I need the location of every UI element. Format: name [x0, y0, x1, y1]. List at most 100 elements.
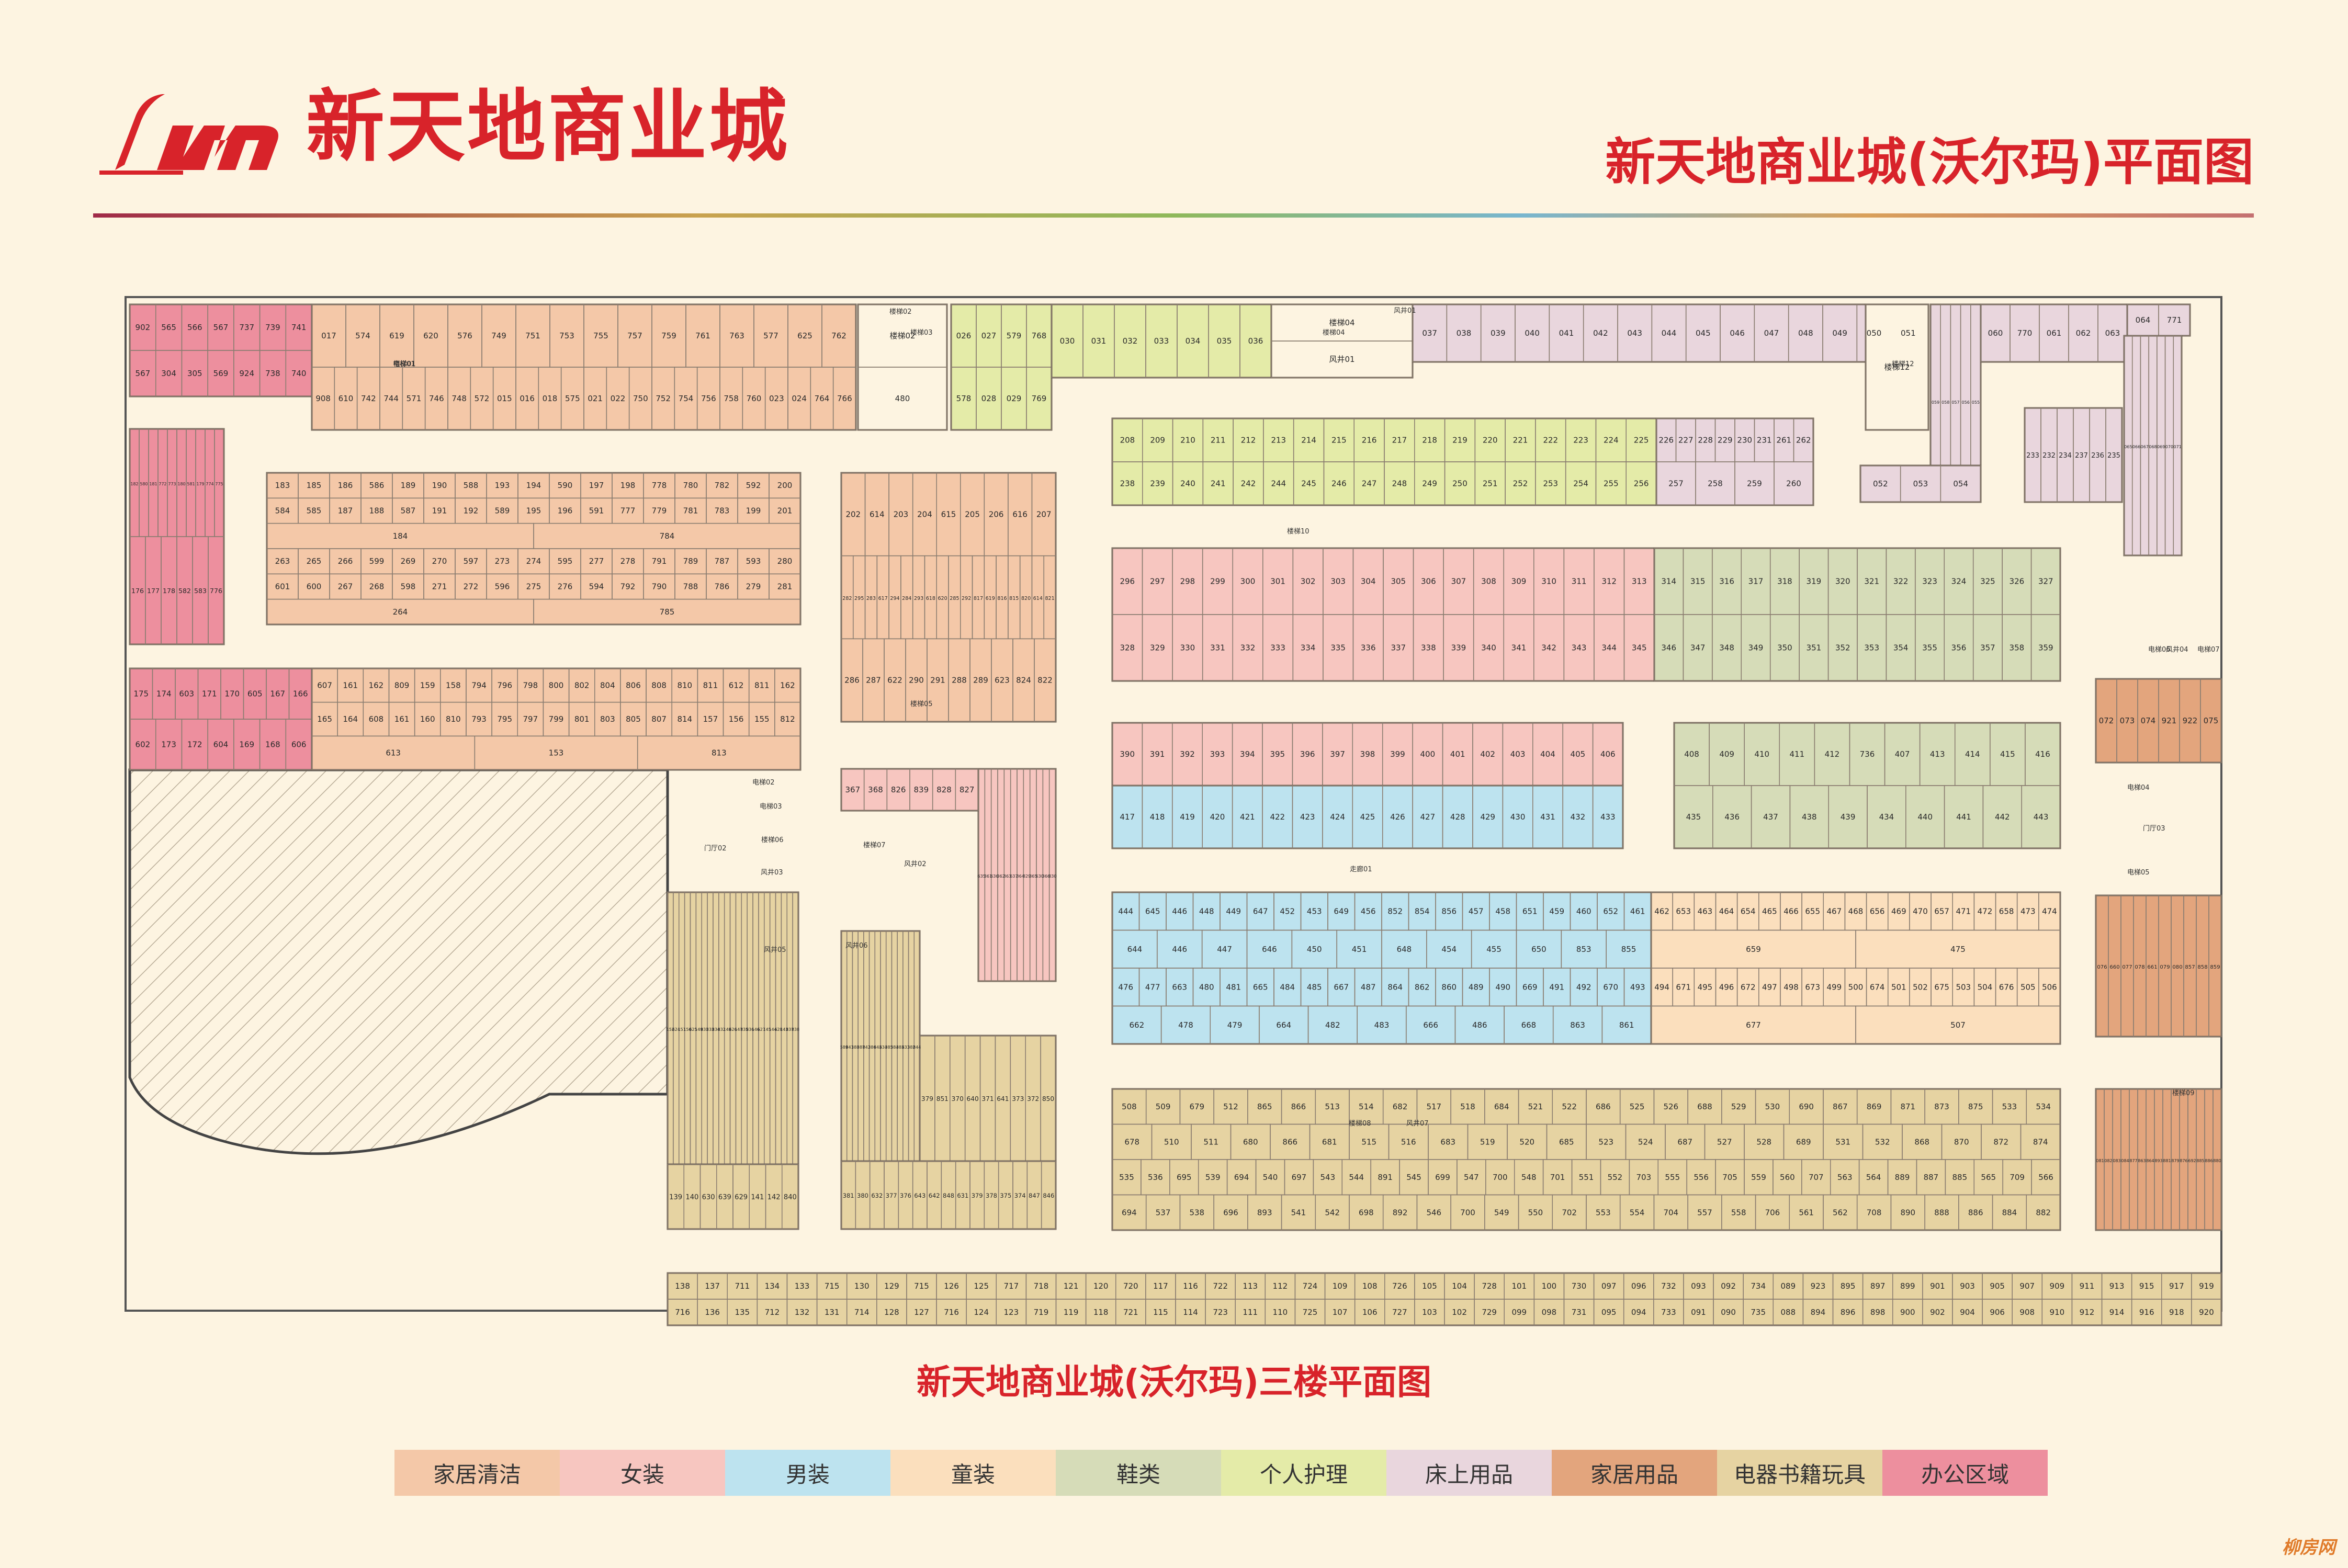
facility-label: 楼梯08 [1349, 1120, 1371, 1128]
shop-number: 188 [369, 506, 385, 516]
shop-unit[interactable] [955, 768, 979, 811]
shop-number: 804 [600, 680, 615, 690]
shop-number: 423 [1300, 812, 1315, 822]
shop-number: 509 [1156, 1102, 1171, 1111]
shop-number: 240 [1180, 479, 1195, 488]
shop-unit[interactable] [1592, 785, 1623, 849]
shop-number: 678 [1124, 1137, 1139, 1146]
shop-number: 249 [1422, 479, 1437, 488]
shop-unit[interactable] [1865, 304, 1929, 430]
shop-number: 399 [1390, 749, 1405, 759]
shop-number: 876 [2180, 1158, 2187, 1163]
shop-unit[interactable] [1026, 367, 1052, 430]
shop-number: 175 [133, 689, 149, 699]
shop-number: 620 [423, 331, 438, 340]
shop-number: 724 [1303, 1281, 1318, 1291]
shop-number: 676 [1999, 982, 2014, 992]
shop-number: 844 [913, 1045, 921, 1050]
shop-number: 147 [735, 1027, 742, 1032]
shop-number: 331 [1210, 643, 1225, 653]
shop-number: 793 [471, 714, 487, 724]
shop-number: 583 [194, 587, 207, 595]
shop-number: 587 [401, 506, 416, 516]
shop-number: 452 [1280, 906, 1295, 916]
shop-number: 584 [275, 506, 290, 516]
shop-number: 601 [275, 582, 290, 592]
shop-number: 788 [683, 582, 698, 592]
shop-unit[interactable] [2173, 335, 2182, 556]
shop-unit[interactable] [1774, 461, 1814, 506]
shop-unit[interactable] [832, 367, 856, 430]
shop-number: 440 [1917, 812, 1933, 822]
shop-number: 772 [159, 482, 166, 486]
shop-number: 197 [589, 481, 604, 490]
shop-number: 418 [1150, 812, 1165, 822]
shop-number: 487 [1361, 982, 1376, 992]
shop-number: 203 [894, 509, 909, 519]
shop-number: 498 [1783, 982, 1799, 992]
shop-number: 238 [1120, 479, 1135, 488]
shop-number: 903 [1960, 1281, 1975, 1291]
shop-unit[interactable] [1041, 1161, 1056, 1230]
shop-unit[interactable] [782, 1164, 799, 1230]
shop-number: 565 [161, 323, 176, 332]
bedding-island [2024, 407, 2123, 503]
shop-number: 599 [369, 556, 385, 566]
shop-number: 820 [1021, 596, 1031, 601]
shop-number: 816 [997, 596, 1007, 601]
shop-number: 762 [831, 331, 846, 340]
shop-number: 407 [1895, 749, 1910, 759]
shop-number: 364 [1017, 874, 1024, 879]
shop-number: 079 [2160, 964, 2170, 970]
shop-number: 252 [1513, 479, 1528, 488]
shop-number: 221 [1513, 436, 1528, 445]
shop-number: 801 [574, 714, 590, 724]
shop-number: 060 [1988, 328, 2003, 338]
facility-label: 风井05 [764, 946, 786, 954]
shop-number: 659 [1746, 945, 1761, 954]
shop-number: 610 [338, 394, 354, 403]
shop-number: 449 [1226, 906, 1241, 916]
shop-unit[interactable] [2200, 678, 2222, 763]
shop-number: 352 [1835, 643, 1850, 653]
shop-unit[interactable] [1855, 1005, 2061, 1044]
shop-number: 510 [1164, 1137, 1179, 1146]
shop-number: 345 [1632, 643, 1647, 653]
shop-unit[interactable] [2030, 614, 2061, 681]
shop-unit[interactable] [857, 367, 947, 430]
home-clean-top-strip [311, 303, 857, 431]
shop-number: 226 [1658, 436, 1674, 445]
shop-number: 413 [1930, 749, 1945, 759]
shop-unit[interactable] [533, 598, 801, 625]
shop-unit[interactable] [2191, 1299, 2222, 1326]
shop-unit[interactable] [2208, 895, 2222, 1037]
shop-number: 893 [2154, 1158, 2162, 1163]
shop-unit[interactable] [2212, 1088, 2222, 1231]
shop-unit[interactable] [208, 536, 224, 645]
shop-number: 304 [1361, 577, 1376, 586]
shop-unit[interactable] [1048, 768, 1056, 982]
shop-unit[interactable] [2026, 1194, 2061, 1231]
shop-number: 716 [944, 1308, 959, 1317]
shop-number: 134 [765, 1281, 780, 1291]
shop-number: 740 [291, 369, 307, 378]
shop-number: 822 [1037, 676, 1053, 685]
shop-number: 815 [1009, 596, 1019, 601]
shop-number: 楼梯04 [1329, 318, 1354, 327]
shop-unit[interactable] [2105, 407, 2123, 503]
shop-unit[interactable] [1034, 638, 1056, 722]
shop-number: 115 [1153, 1308, 1168, 1317]
shop-number: 133 [795, 1281, 810, 1291]
shop-number: 044 [1662, 328, 1677, 338]
shop-number: 149 [695, 1027, 703, 1032]
shop-number: 371 [981, 1095, 994, 1103]
shop-unit[interactable] [1940, 465, 1981, 503]
shop-number: 704 [1663, 1208, 1678, 1217]
shop-number: 267 [338, 582, 353, 592]
shop-number: 781 [683, 506, 698, 516]
shop-unit[interactable] [637, 735, 801, 770]
legend-electronics-books-toys: 电器书籍玩具 [1717, 1450, 1882, 1496]
shop-number: 304 [161, 369, 176, 378]
shop-unit[interactable] [2021, 785, 2061, 849]
shop-number: 094 [1631, 1308, 1646, 1317]
